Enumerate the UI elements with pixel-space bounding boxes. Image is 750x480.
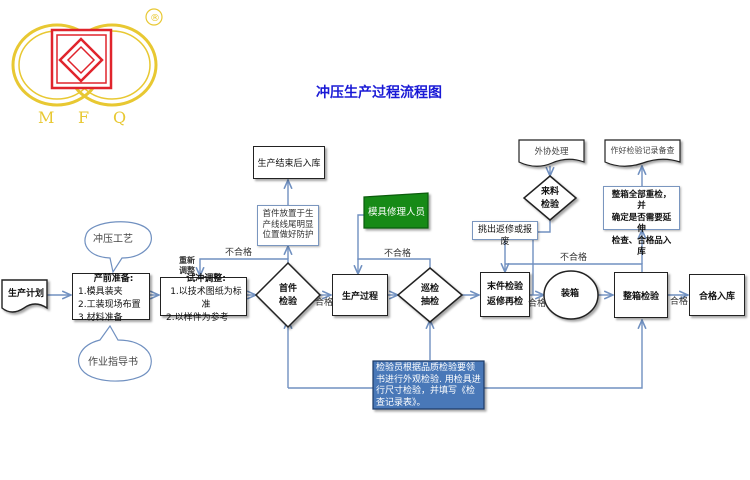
die-repair-staff-shape [363, 192, 429, 229]
end-to-storage-box: 生产结束后入库 [253, 146, 325, 179]
patrol-check-line: 巡检 [420, 284, 439, 294]
fail-label-first-article: 不合格 [225, 248, 253, 258]
inspector-note-line: 查记录表》。 [376, 398, 426, 409]
pick-repair-scrap-label: 挑出返修或报废 [477, 225, 532, 248]
logo-letter-m: M [38, 108, 54, 127]
first-article-check: 首件 检验 [272, 283, 304, 308]
first-article-note-line: 位置做好防护 [262, 230, 314, 241]
last-article-check-line: 末件检验 [486, 282, 523, 293]
qualified-storage-box: 合格入库 [689, 274, 745, 316]
incoming-check: 来料 检验 [534, 186, 566, 211]
last-article-check-line: 返修再检 [486, 296, 523, 307]
patrol-check-diamond [396, 267, 464, 323]
production-process-box: 生产过程 [332, 274, 388, 316]
logo-letter-q: Q [113, 108, 126, 127]
full-box-check-box: 整箱检验 [614, 272, 668, 318]
first-article-note: 首件放置于生 产线线尾明显 位置做好防护 [257, 205, 319, 246]
packing-ellipse [543, 270, 599, 320]
inspector-note: 检验员根据品质检验要领 书进行外观检验. 用检具进 行尺寸检验，并填写《检 查记… [376, 363, 481, 410]
stamping-process-bubble: 冲压工艺 [93, 234, 133, 245]
readjust-label-line: 重新 [179, 256, 195, 265]
production-plan: 生产计划 [8, 289, 45, 299]
first-article-note-line: 产线线尾明显 [262, 219, 314, 230]
inspector-note-line: 行尺寸检验，并填写《检 [376, 386, 476, 397]
stamping-process-bubble-shape [84, 221, 152, 274]
trial-adjust-heading: 试冲调整: [186, 273, 226, 284]
fail-label-full-box: 不合格 [560, 253, 588, 263]
inspector-note-box [372, 360, 485, 410]
logo-letter-f: F [78, 108, 89, 127]
trial-adjust-line: 1.以技术图纸为标准 [170, 286, 242, 310]
pre-production-line: 1.模具装夹 [78, 286, 123, 297]
pass-label-full-box: 合格 [670, 297, 689, 307]
first-article-check-line: 检验 [278, 296, 297, 307]
die-repair-staff: 模具修理人员 [368, 207, 426, 218]
pre-production-line: 2.工装现场布置 [78, 299, 141, 310]
inspector-note-line: 检验员根据品质检验要领 [376, 363, 476, 373]
pick-repair-scrap-box: 挑出返修或报废 [472, 221, 538, 247]
inspector-note-line: 书进行外观检验. 用检具进 [376, 374, 481, 385]
trial-adjust-line: 2.以样件为参考 [166, 312, 229, 323]
full-recheck-note-line: 整箱全部重检，并 [611, 190, 672, 212]
full-box-check-label: 整箱检验 [622, 291, 659, 302]
readjust-label-line: 调整 [179, 265, 195, 275]
full-recheck-note-line: 确定是否需要延伸 [611, 212, 672, 235]
incoming-check-diamond [522, 175, 578, 221]
production-process-label: 生产过程 [341, 291, 378, 302]
pre-production-line: 3.材料准备 [78, 312, 123, 323]
page-title: 冲压生产过程流程图 [316, 85, 442, 101]
pass-label-last-article: 合格 [528, 299, 547, 309]
pre-production-heading: 产前准备: [93, 273, 134, 284]
packing: 装箱 [561, 289, 580, 299]
pass-label-first-article: 合格 [315, 298, 334, 308]
work-instruction-bubble: 作业指导书 [88, 357, 138, 368]
end-to-storage-label: 生产结束后入库 [257, 159, 321, 169]
first-article-note-line: 首件放置于生 [262, 209, 314, 219]
outsourcing: 外协处理 [534, 147, 569, 157]
record-note: 作好检验记录备查 [610, 146, 675, 155]
work-instruction-bubble-shape [78, 324, 152, 382]
readjust-label: 重新 调整 [179, 256, 195, 275]
qualified-storage-label: 合格入库 [698, 291, 735, 302]
full-recheck-note: 整箱全部重检，并 确定是否需要延伸 检查、合格品入库 [603, 186, 680, 257]
record-doc-shape [604, 139, 681, 167]
mfq-logo [11, 8, 163, 107]
last-article-check-box: 末件检验 返修再检 [480, 272, 530, 317]
patrol-check: 巡检 抽检 [414, 283, 446, 308]
full-recheck-note-line: 检查、合格品入库 [611, 235, 672, 258]
incoming-check-line: 检验 [540, 199, 559, 210]
fail-label-patrol: 不合格 [384, 249, 412, 259]
patrol-check-line: 抽检 [420, 296, 439, 307]
production-plan-shape [1, 279, 48, 313]
incoming-check-line: 来料 [540, 187, 559, 197]
pre-production-box: 产前准备: 1.模具装夹 2.工装现场布置 3.材料准备 [72, 273, 150, 323]
first-article-check-line: 首件 [278, 284, 297, 294]
first-article-check-diamond [254, 261, 322, 329]
outsourcing-doc-shape [518, 139, 585, 167]
registered-mark: ® [150, 13, 160, 24]
trial-adjust-box: 试冲调整: 1.以技术图纸为标准 2.以样件为参考 [160, 274, 247, 323]
